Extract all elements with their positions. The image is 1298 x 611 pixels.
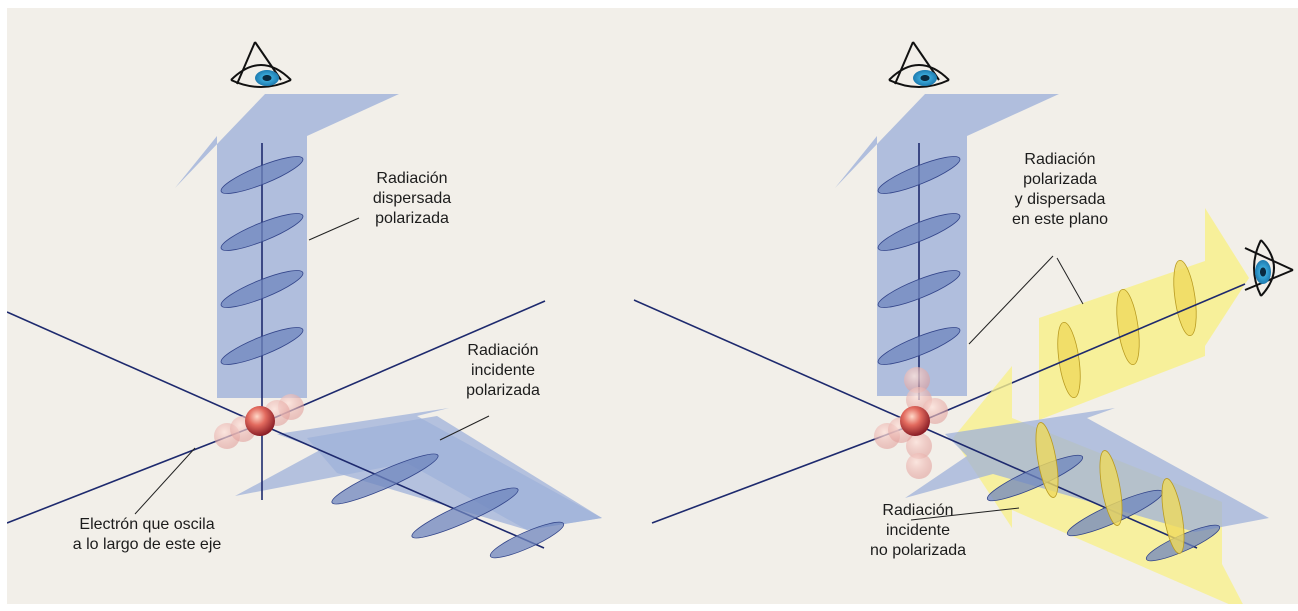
eye-icon <box>1244 239 1294 297</box>
scattered-wave <box>877 156 961 365</box>
incident-axis <box>259 423 545 549</box>
left-panel <box>7 41 602 559</box>
scattered-beam-arrow <box>835 94 1059 396</box>
leader-line <box>308 217 360 241</box>
axis-line <box>651 423 916 524</box>
label-left-incident: Radiación incidente polarizada <box>466 342 540 399</box>
label-right-scattered: Radiación polarizada y dispersada en est… <box>1011 151 1109 228</box>
eye-icon <box>230 41 292 88</box>
axis-line <box>7 311 261 425</box>
scattered-wave <box>220 156 304 365</box>
eye-icon <box>888 41 950 88</box>
label-left-scattered: Radiación dispersada polarizada <box>372 170 452 227</box>
incident-wave-vertical <box>1035 422 1185 554</box>
leader-line <box>968 255 1054 345</box>
polarization-diagram <box>7 41 1294 604</box>
scattered-beam-arrow <box>175 94 399 398</box>
leader-line <box>439 415 490 441</box>
incident-wave <box>331 453 565 559</box>
axis-line <box>633 299 916 425</box>
leader-line <box>910 507 1020 521</box>
right-panel <box>633 41 1294 604</box>
leader-line <box>134 447 196 515</box>
yellow-scattered-beam <box>1039 208 1249 420</box>
scatter-axis <box>914 283 1246 425</box>
figure-background: Radiación dispersada polarizada Radiació… <box>7 8 1298 604</box>
leader-line <box>1056 257 1084 305</box>
incident-beam-body <box>307 416 602 530</box>
electron <box>214 394 304 449</box>
label-electron: Electrón que oscila a lo largo de este e… <box>72 516 222 553</box>
label-right-incident: Radiación incidente no polarizada <box>869 502 967 559</box>
electron <box>874 367 948 479</box>
yellow-scattered-wave <box>1057 259 1197 399</box>
axis-line <box>259 300 546 425</box>
